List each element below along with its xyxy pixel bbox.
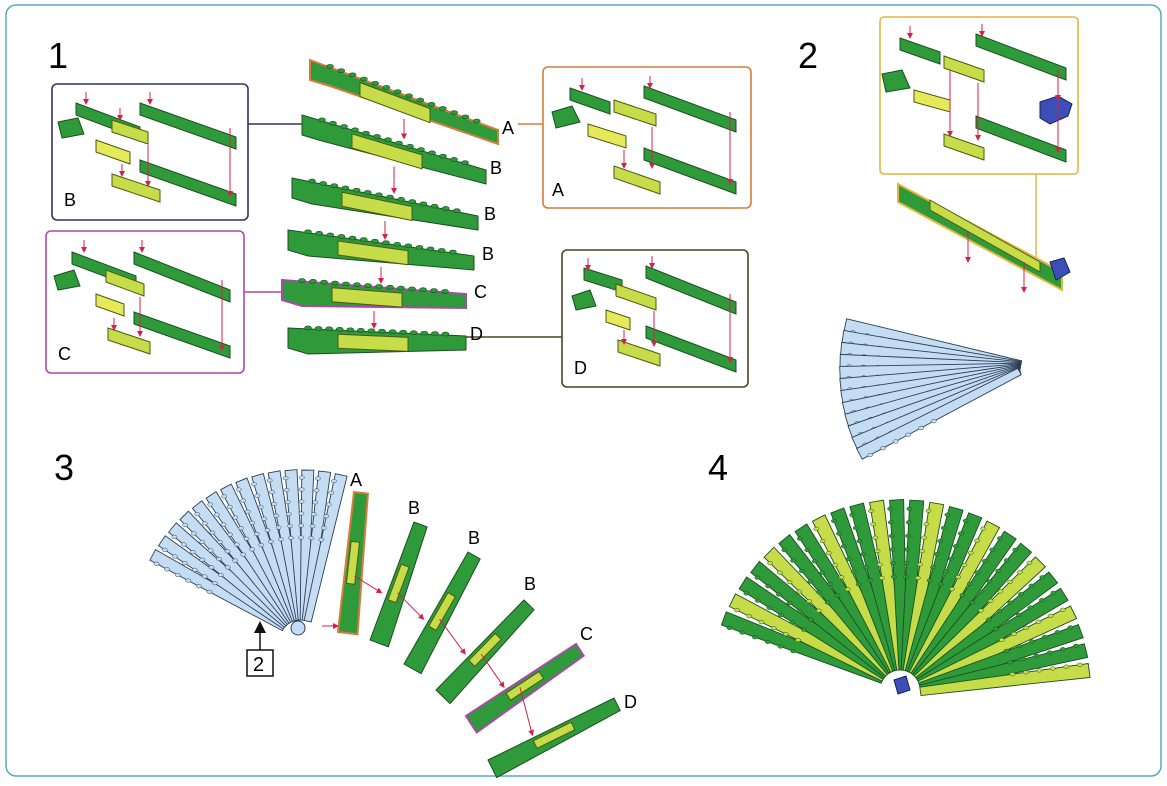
fan-feather: [913, 556, 1047, 683]
step3-feather: [336, 490, 369, 636]
step3-feather: [403, 551, 481, 675]
step2-new-feather: [897, 182, 1071, 293]
stack-label: A: [502, 118, 514, 138]
step3-arrow: [397, 592, 425, 620]
step-number-1: 1: [48, 35, 68, 76]
step-number-3: 3: [54, 447, 74, 488]
step4-finished-fan: [720, 499, 1091, 697]
step3-label: A: [350, 470, 362, 490]
stack-feather-piece: [287, 325, 467, 355]
stack-label: B: [482, 244, 494, 264]
step3-label: B: [468, 528, 480, 548]
step3-label: B: [408, 498, 420, 518]
box-d-label: D: [574, 358, 587, 378]
step3-green-feathers: A B B B C D: [322, 470, 637, 779]
fan-feather: [919, 662, 1091, 697]
box-a-label: A: [552, 180, 564, 200]
step3-feather: [369, 521, 428, 648]
box-b-bricks: [57, 92, 237, 207]
step2-detail-box: [879, 16, 1079, 258]
blue-clip: [893, 675, 911, 695]
fan-feather: [303, 473, 348, 623]
subassembly-box-b: B: [51, 83, 308, 221]
step3-label: B: [524, 574, 536, 594]
box-c-label: C: [58, 344, 71, 364]
step2-box-bricks: [881, 24, 1073, 163]
fan-feather: [794, 523, 897, 674]
box-d-bricks: [571, 256, 737, 373]
box-a-bricks: [551, 76, 737, 195]
step2-feather-fan: [839, 318, 1023, 460]
fan-feather: [912, 542, 1033, 681]
step3-label: C: [580, 624, 593, 644]
subassembly-box-c: C: [45, 230, 284, 374]
stack-label: D: [470, 324, 483, 344]
step3-feather: [487, 697, 621, 779]
step3-label: D: [624, 692, 637, 712]
stack-label: C: [474, 282, 487, 302]
stack-feather-piece: [309, 58, 499, 146]
page-frame: [5, 4, 1162, 777]
stack-label: B: [490, 158, 502, 178]
stack-feather-piece: [281, 278, 467, 310]
stack-feather-piece: [287, 229, 475, 271]
stack-feather-piece: [291, 177, 479, 231]
box-b-label: B: [64, 190, 76, 210]
pivot-peg: [290, 620, 306, 636]
fan-feather: [855, 367, 1022, 460]
fan-feather: [179, 510, 292, 627]
fan-feather: [149, 548, 287, 632]
step3-ref-label: 2: [253, 654, 264, 676]
step3-blue-fan: [149, 469, 348, 636]
stack-label: B: [484, 204, 496, 224]
step3-feather: [435, 599, 535, 705]
subassembly-box-a: A: [518, 66, 752, 209]
subassembly-box-d: D: [466, 249, 749, 388]
stack-feather-piece: [301, 114, 487, 185]
step3-arrow: [480, 653, 505, 689]
step3-reference: 2: [246, 621, 274, 677]
step3-arrow: [519, 687, 535, 737]
step3-arrow: [439, 618, 466, 655]
fan-feather: [916, 587, 1069, 688]
step-number-2: 2: [798, 35, 818, 76]
step3-arrow: [354, 575, 383, 594]
fan-feather: [904, 506, 964, 674]
fan-feather: [908, 520, 1001, 677]
box-c-bricks: [53, 240, 231, 359]
step3-feather: [464, 642, 586, 734]
fan-feather: [849, 502, 904, 672]
step-number-4: 4: [708, 447, 728, 488]
